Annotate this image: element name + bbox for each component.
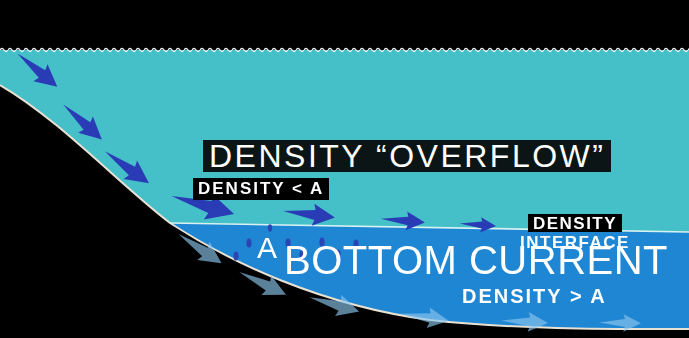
water-body	[0, 50, 689, 232]
layer-title: DENSITY “OVERFLOW”	[203, 140, 611, 172]
density-note: DENSITY < A	[193, 178, 329, 200]
density-note: DENSITY > A	[462, 285, 607, 307]
water-mass-letter: A	[257, 233, 277, 263]
interface-label: DENSITY INTERFACE	[510, 214, 640, 252]
overflow-layer: DENSITY “OVERFLOW” DENSITY < A	[0, 46, 689, 236]
